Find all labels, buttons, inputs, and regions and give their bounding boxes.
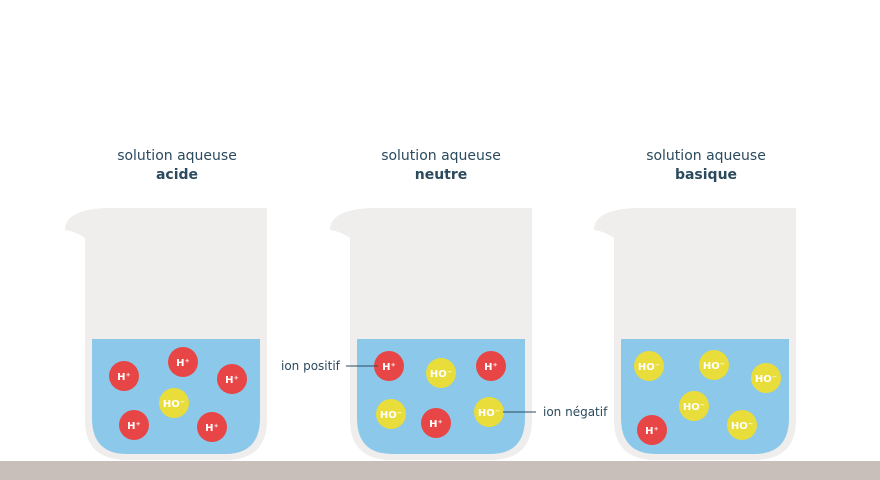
ion-circle — [426, 358, 456, 388]
negative-ion-basique-1: HO⁻ — [699, 350, 729, 380]
positive-ion-acide-0: H⁺ — [109, 361, 139, 391]
ion-label: H⁺ — [205, 423, 219, 434]
ion-label: HO⁻ — [380, 410, 402, 421]
callout-negative-label: ion négatif — [543, 405, 608, 419]
positive-ion-acide-4: H⁺ — [119, 410, 149, 440]
title-neutre-subtitle: solution aqueuse — [381, 148, 501, 164]
ion-circle — [109, 361, 139, 391]
positive-ion-acide-5: H⁺ — [197, 412, 227, 442]
negative-ion-basique-3: HO⁻ — [679, 391, 709, 421]
ion-circle — [159, 388, 189, 418]
ion-label: HO⁻ — [703, 361, 725, 372]
ion-label: H⁺ — [127, 421, 141, 432]
beaker-basique: HO⁻ HO⁻ HO⁻ HO⁻ H⁺ HO⁻ — [594, 208, 796, 460]
beaker-neutre: H⁺ HO⁻ H⁺ HO⁻ H⁺ HO⁻ — [330, 208, 532, 460]
negative-ion-basique-0: HO⁻ — [634, 351, 664, 381]
ion-label: H⁺ — [225, 375, 239, 386]
ion-label: H⁺ — [429, 419, 443, 430]
ion-circle — [376, 399, 406, 429]
ion-circle — [374, 351, 404, 381]
title-neutre: solution aqueuse neutre — [321, 147, 561, 185]
ion-circle — [474, 397, 504, 427]
negative-ion-neutre-5: HO⁻ — [474, 397, 504, 427]
ion-label: H⁺ — [117, 372, 131, 383]
title-basique-name: basique — [674, 167, 738, 183]
negative-ion-basique-2: HO⁻ — [751, 363, 781, 393]
title-basique: solution aqueuse basique — [586, 147, 826, 185]
negative-ion-basique-5: HO⁻ — [727, 410, 757, 440]
ion-label: HO⁻ — [683, 402, 705, 413]
ion-circle — [168, 347, 198, 377]
ion-circle — [119, 410, 149, 440]
ion-label: HO⁻ — [755, 374, 777, 385]
ion-circle — [634, 351, 664, 381]
ion-circle — [476, 351, 506, 381]
positive-ion-acide-2: H⁺ — [217, 364, 247, 394]
ion-circle — [421, 408, 451, 438]
positive-ion-neutre-0: H⁺ — [374, 351, 404, 381]
ion-circle — [727, 410, 757, 440]
ion-circle — [637, 415, 667, 445]
ion-circle — [751, 363, 781, 393]
ion-label: HO⁻ — [163, 399, 185, 410]
ion-label: HO⁻ — [478, 408, 500, 419]
ion-label: H⁺ — [645, 426, 659, 437]
title-basique-subtitle: solution aqueuse — [646, 148, 766, 164]
ion-circle — [217, 364, 247, 394]
positive-ion-basique-4: H⁺ — [637, 415, 667, 445]
negative-ion-neutre-1: HO⁻ — [426, 358, 456, 388]
ion-circle — [679, 391, 709, 421]
floor — [0, 461, 880, 480]
ion-label: HO⁻ — [731, 421, 753, 432]
title-acide-subtitle: solution aqueuse — [117, 148, 237, 164]
negative-ion-neutre-3: HO⁻ — [376, 399, 406, 429]
ion-label: H⁺ — [176, 358, 190, 369]
title-acide-name: acide — [155, 167, 199, 183]
ion-label: H⁺ — [382, 362, 396, 373]
ion-label: H⁺ — [484, 362, 498, 373]
ion-circle — [699, 350, 729, 380]
beaker-acide: H⁺ H⁺ H⁺ HO⁻ H⁺ H⁺ — [65, 208, 267, 460]
positive-ion-neutre-4: H⁺ — [421, 408, 451, 438]
positive-ion-neutre-2: H⁺ — [476, 351, 506, 381]
ion-label: HO⁻ — [430, 369, 452, 380]
title-acide: solution aqueuse acide — [57, 147, 297, 185]
ion-circle — [197, 412, 227, 442]
ion-label: HO⁻ — [638, 362, 660, 373]
title-neutre-name: neutre — [414, 167, 468, 183]
negative-ion-acide-3: HO⁻ — [159, 388, 189, 418]
positive-ion-acide-1: H⁺ — [168, 347, 198, 377]
callout-positive-label: ion positif — [281, 359, 340, 373]
